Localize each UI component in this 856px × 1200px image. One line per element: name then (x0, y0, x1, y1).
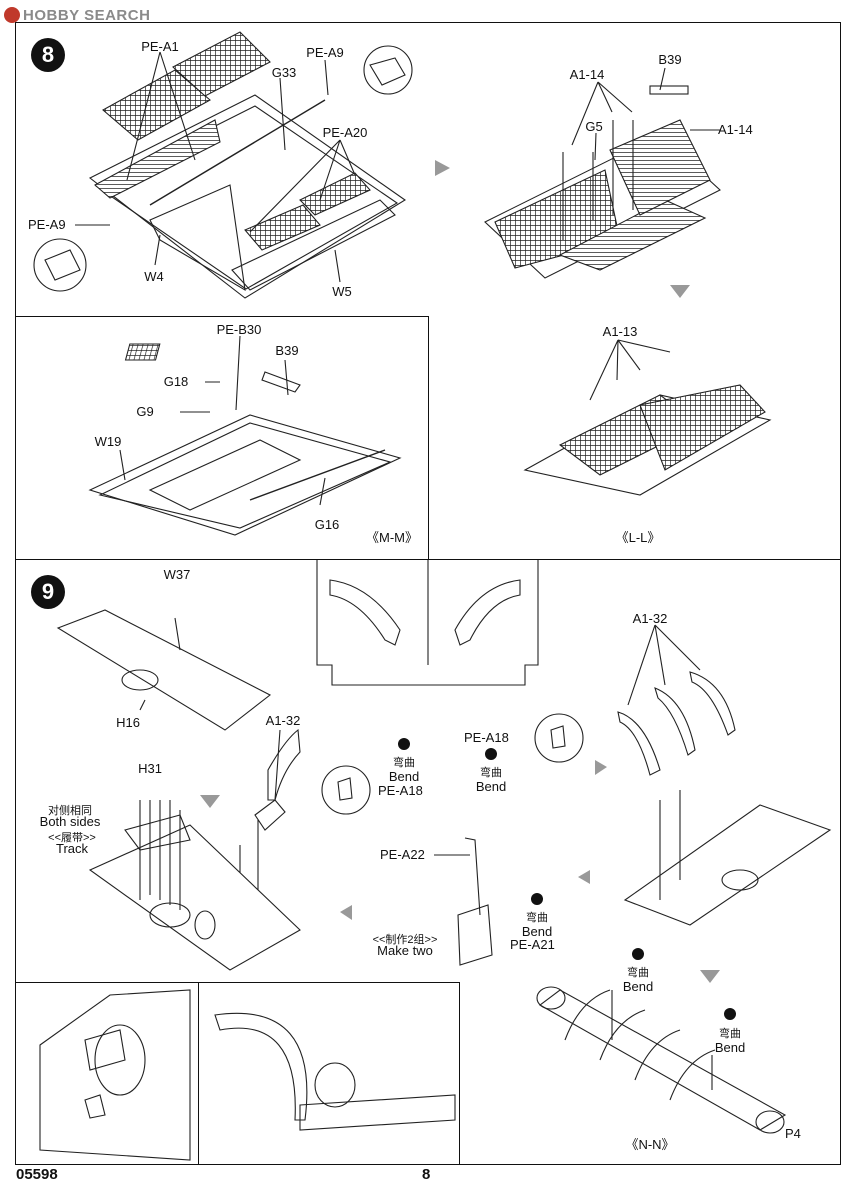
label-w5: W5 (332, 284, 352, 299)
step-8-badge: 8 (31, 38, 65, 72)
label-g5: G5 (585, 119, 603, 134)
label-h31: H31 (138, 761, 162, 776)
step-9-badge: 9 (31, 575, 65, 609)
label-p4: P4 (785, 1126, 801, 1141)
label-g33: G33 (271, 65, 297, 80)
watermark: HOBBY SEARCH (4, 4, 150, 26)
page-number: 8 (422, 1166, 431, 1183)
label-g9: G9 (136, 404, 154, 419)
bend-icon (485, 748, 497, 760)
bend2-cn: 弯曲 (480, 767, 502, 779)
bend3-cn: 弯曲 (526, 912, 548, 924)
bend4-cn: 弯曲 (627, 967, 649, 979)
bend5-cn: 弯曲 (719, 1028, 741, 1040)
bend3-en: Bend (521, 924, 553, 939)
label-w4: W4 (144, 269, 164, 284)
label-a1-14-left: A1-14 (569, 67, 605, 82)
label-b39-top: B39 (658, 52, 682, 67)
label-g18: G18 (163, 374, 189, 389)
label-h16: H16 (116, 715, 140, 730)
label-pe-b30: PE-B30 (216, 322, 262, 337)
label-b39-mm: B39 (275, 343, 299, 358)
pe-b30-plate (124, 343, 161, 361)
label-pe-a21: PE-A21 (510, 937, 555, 952)
label-pe-a9-top: PE-A9 (306, 45, 344, 60)
hobby-search-logo-icon (4, 7, 20, 23)
kit-code: 05598 (16, 1166, 58, 1183)
view-label-ll: 《L-L》 (615, 530, 661, 545)
bend-icon (632, 948, 644, 960)
pe-a1-grille (102, 69, 211, 141)
detail-frame-right (198, 982, 460, 1165)
label-pe-a20: PE-A20 (322, 125, 368, 140)
note-make-two-en: Make two (377, 943, 433, 958)
label-pe-a1: PE-A1 (141, 39, 179, 54)
bend5-en: Bend (714, 1040, 746, 1055)
bend-icon (724, 1008, 736, 1020)
label-g16: G16 (314, 517, 340, 532)
label-pe-a18-left: PE-A18 (378, 783, 423, 798)
bend-icon (398, 738, 410, 750)
label-pe-a18-right: PE-A18 (464, 730, 509, 745)
note-track-cn: <<履带>> (48, 832, 96, 844)
bend2-en: Bend (475, 779, 507, 794)
bend4-en: Bend (622, 979, 654, 994)
label-a1-32-mid: A1-32 (265, 713, 301, 728)
label-a1-14-right: A1-14 (718, 122, 753, 137)
note-track-en: Track (55, 841, 89, 856)
label-w37: W37 (163, 567, 191, 582)
bend1-en: Bend (388, 769, 420, 784)
note-both-sides-en: Both sides (39, 814, 101, 829)
label-pe-a9-left: PE-A9 (28, 217, 66, 232)
label-a1-13: A1-13 (602, 324, 638, 339)
bend-icon (531, 893, 543, 905)
watermark-text: HOBBY SEARCH (23, 6, 151, 24)
label-a1-32-right: A1-32 (632, 611, 668, 626)
note-make-two-cn: <<制作2组>> (372, 934, 438, 946)
label-pe-a22: PE-A22 (380, 847, 425, 862)
note-both-sides-cn: 对侧相同 (48, 805, 92, 817)
bend1-cn: 弯曲 (393, 757, 415, 769)
view-label-mm: 《M-M》 (366, 530, 418, 545)
view-label-nn: 《N-N》 (625, 1137, 675, 1152)
label-w19: W19 (94, 434, 122, 449)
